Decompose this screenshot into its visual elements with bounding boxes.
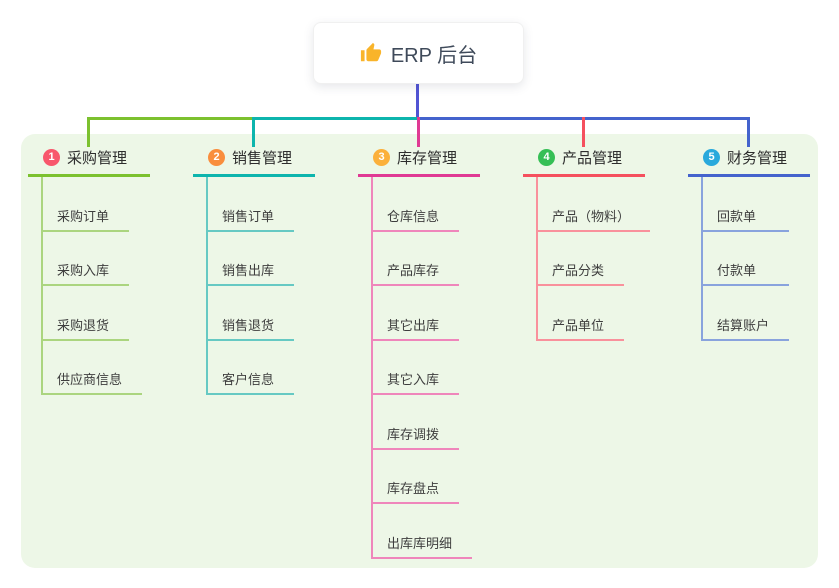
branch-children: 回款单 付款单 结算账户 — [701, 177, 839, 341]
branches-panel — [21, 134, 818, 568]
branch-product: 4 产品管理 产品（物料） 产品分类 产品单位 — [523, 148, 683, 341]
child-node[interactable]: 产品单位 — [538, 286, 683, 341]
child-node[interactable]: 供应商信息 — [43, 341, 188, 395]
child-node[interactable]: 仓库信息 — [373, 177, 518, 232]
branch-children: 产品（物料） 产品分类 产品单位 — [536, 177, 683, 341]
branch-header[interactable]: 1 采购管理 — [28, 148, 150, 177]
branch-label: 财务管理 — [727, 150, 788, 167]
branch-label: 产品管理 — [562, 150, 623, 167]
branch-number-badge: 3 — [373, 149, 390, 166]
child-node-label: 产品分类 — [538, 263, 625, 286]
bus-segment-green — [87, 117, 254, 120]
child-node-label: 付款单 — [703, 263, 789, 286]
root-node[interactable]: ERP 后台 — [313, 22, 524, 84]
branch-procurement: 1 采购管理 采购订单 采购入库 采购退货 供应商信息 — [28, 148, 188, 395]
branch-header[interactable]: 3 库存管理 — [358, 148, 480, 177]
child-node-label: 客户信息 — [208, 372, 295, 395]
branch-inventory: 3 库存管理 仓库信息 产品库存 其它出库 其它入库 库存调拨 库存盘点 出库库… — [358, 148, 518, 559]
child-node[interactable]: 销售订单 — [208, 177, 353, 232]
child-node-label: 产品（物料） — [538, 209, 651, 232]
child-node-label: 供应商信息 — [43, 372, 143, 395]
child-node[interactable]: 销售出库 — [208, 232, 353, 286]
child-node[interactable]: 产品库存 — [373, 232, 518, 286]
child-node-label: 库存调拨 — [373, 427, 460, 450]
branch-children: 仓库信息 产品库存 其它出库 其它入库 库存调拨 库存盘点 出库库明细 — [371, 177, 518, 559]
child-node[interactable]: 采购订单 — [43, 177, 188, 232]
branch-drop-line-2 — [252, 117, 255, 147]
branch-header[interactable]: 4 产品管理 — [523, 148, 645, 177]
root-connector-line — [416, 82, 419, 118]
child-node-label: 采购订单 — [43, 209, 130, 232]
child-node[interactable]: 出库库明细 — [373, 504, 518, 559]
child-node[interactable]: 库存盘点 — [373, 450, 518, 504]
child-node[interactable]: 产品（物料） — [538, 177, 683, 232]
child-node[interactable]: 采购退货 — [43, 286, 188, 341]
child-node[interactable]: 客户信息 — [208, 341, 353, 395]
child-node-label: 采购入库 — [43, 263, 130, 286]
child-node-label: 仓库信息 — [373, 209, 460, 232]
branch-drop-line-4 — [582, 117, 585, 147]
child-node-label: 其它入库 — [373, 372, 460, 395]
child-node[interactable]: 其它出库 — [373, 286, 518, 341]
child-node[interactable]: 付款单 — [703, 232, 839, 286]
branch-finance: 5 财务管理 回款单 付款单 结算账户 — [688, 148, 839, 341]
branch-drop-line-3 — [417, 117, 420, 147]
child-node[interactable]: 其它入库 — [373, 341, 518, 395]
thumbs-up-icon — [360, 42, 382, 64]
root-node-label: ERP 后台 — [390, 44, 478, 67]
child-node[interactable]: 销售退货 — [208, 286, 353, 341]
child-node[interactable]: 采购入库 — [43, 232, 188, 286]
child-node[interactable]: 回款单 — [703, 177, 839, 232]
branch-number-badge: 5 — [703, 149, 720, 166]
child-node-label: 产品库存 — [373, 263, 460, 286]
branch-sales: 2 销售管理 销售订单 销售出库 销售退货 客户信息 — [193, 148, 353, 395]
child-node[interactable]: 结算账户 — [703, 286, 839, 341]
branch-header[interactable]: 2 销售管理 — [193, 148, 315, 177]
child-node-label: 销售订单 — [208, 209, 295, 232]
child-node-label: 采购退货 — [43, 318, 130, 341]
branch-children: 销售订单 销售出库 销售退货 客户信息 — [206, 177, 353, 395]
branch-children: 采购订单 采购入库 采购退货 供应商信息 — [41, 177, 188, 395]
child-node[interactable]: 库存调拨 — [373, 395, 518, 450]
branch-label: 采购管理 — [67, 150, 128, 167]
child-node-label: 销售出库 — [208, 263, 295, 286]
branch-label: 销售管理 — [232, 150, 293, 167]
child-node-label: 其它出库 — [373, 318, 460, 341]
branch-drop-line-5 — [747, 117, 750, 147]
child-node-label: 产品单位 — [538, 318, 625, 341]
branch-label: 库存管理 — [397, 150, 458, 167]
branch-number-badge: 2 — [208, 149, 225, 166]
child-node[interactable]: 产品分类 — [538, 232, 683, 286]
child-node-label: 库存盘点 — [373, 481, 460, 504]
child-node-label: 结算账户 — [703, 318, 790, 341]
branch-header[interactable]: 5 财务管理 — [688, 148, 810, 177]
branch-number-badge: 4 — [538, 149, 555, 166]
child-node-label: 回款单 — [703, 209, 789, 232]
child-node-label: 销售退货 — [208, 318, 295, 341]
branch-number-badge: 1 — [43, 149, 60, 166]
branch-drop-line-1 — [87, 117, 90, 147]
child-node-label: 出库库明细 — [373, 536, 473, 559]
bus-segment-teal — [252, 117, 419, 120]
